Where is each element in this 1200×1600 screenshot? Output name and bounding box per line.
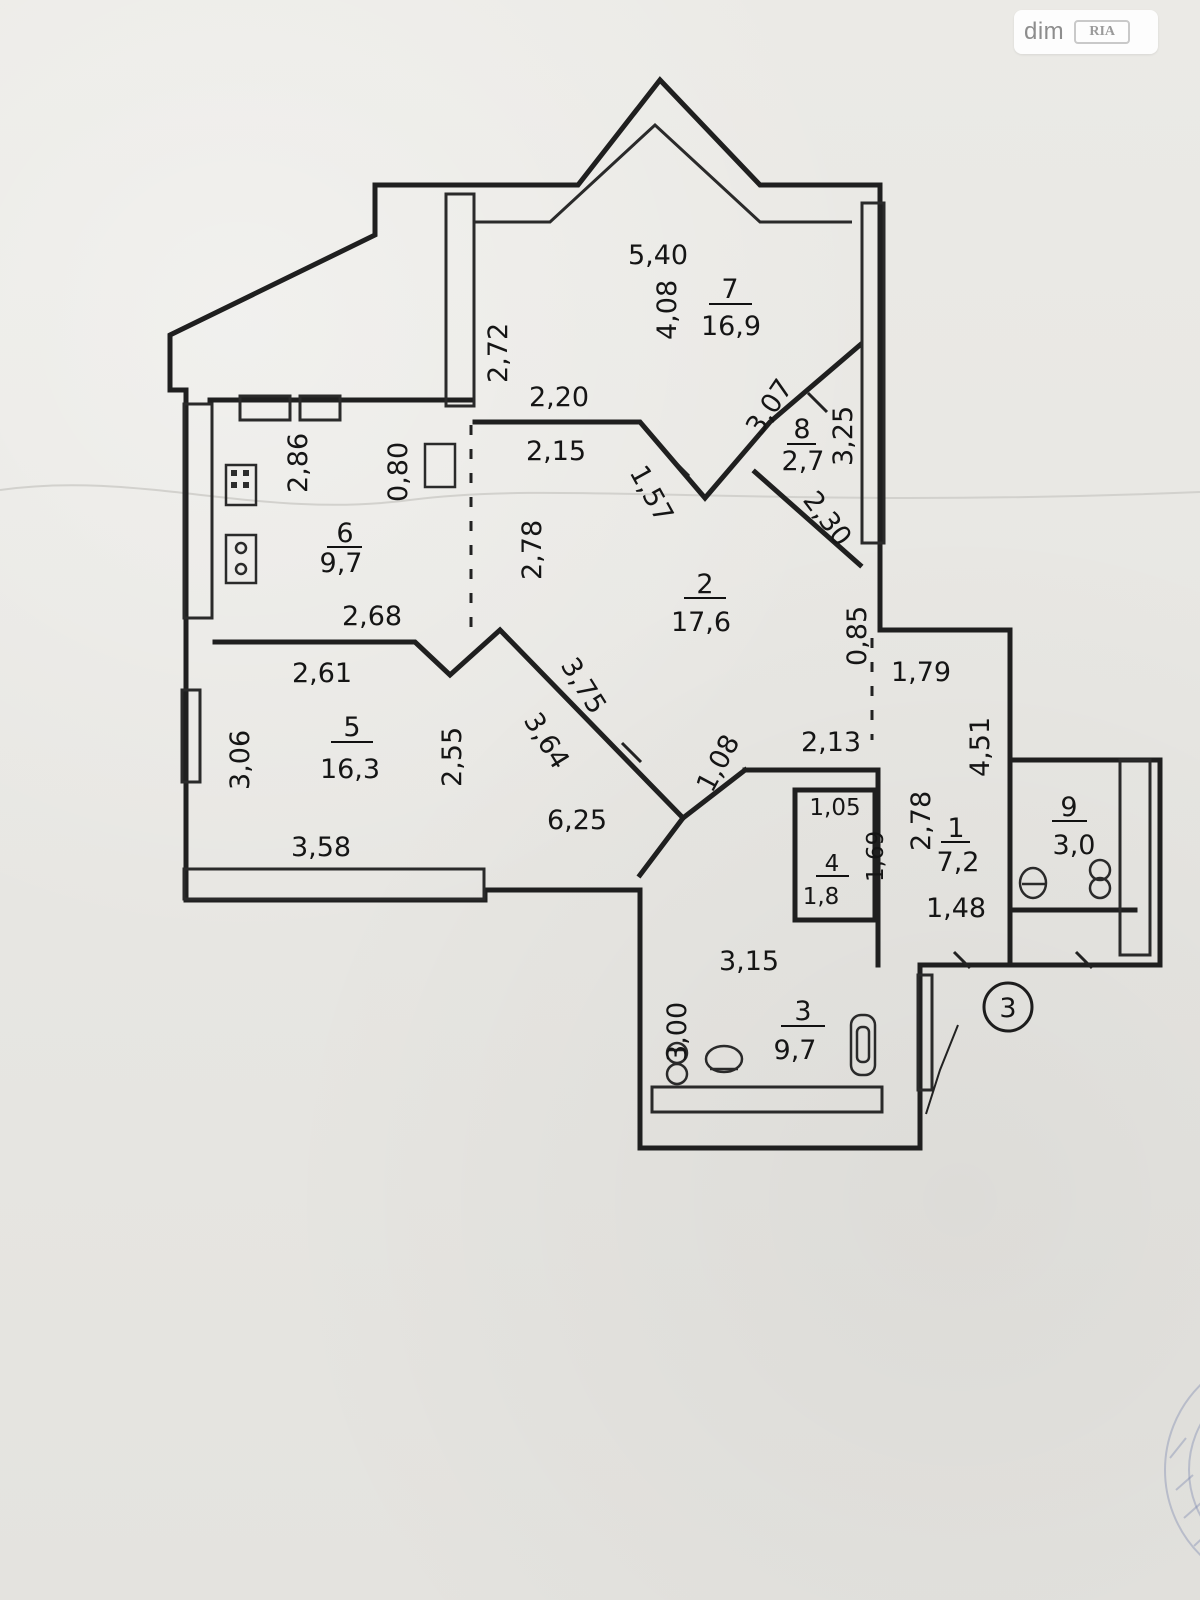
stove-burner [231, 482, 237, 488]
sink-icon [224, 533, 258, 585]
dimension-label: 3,75 [554, 652, 612, 719]
sink-bowl [234, 541, 248, 555]
room-9-area: 3,0 [1053, 830, 1096, 861]
dimension-label: 3,15 [719, 946, 779, 977]
dimension-label: 1,79 [891, 657, 951, 688]
dimension-label: 2,13 [801, 727, 861, 758]
paper-fold [0, 484, 1200, 506]
bay-window-inner [474, 122, 852, 224]
stove-burner [243, 482, 249, 488]
toilet-icon [1018, 866, 1048, 900]
dimension-label: 3,58 [291, 832, 351, 863]
column-right-upper [860, 201, 886, 545]
entrance-marker [982, 981, 1034, 1033]
marker-leader [925, 1024, 959, 1115]
dimension-label: 3,25 [828, 406, 859, 466]
watermark-badge: RIA [1074, 20, 1131, 44]
room-6-number: 6 [336, 518, 353, 549]
watermark: dim RIA [1014, 10, 1158, 54]
sink-icon [1088, 858, 1112, 900]
toilet-icon [665, 1041, 689, 1086]
kitchen-counter [182, 402, 214, 620]
dimension-label: 1,05 [809, 795, 860, 821]
room-6-area: 9,7 [320, 548, 363, 579]
dimension-label: 2,78 [906, 791, 937, 851]
column-left-upper [444, 192, 476, 408]
dimension-label: 5,40 [628, 240, 688, 271]
wall-room7-bottom [472, 341, 864, 502]
stamp-seal [1164, 1383, 1200, 1557]
room-4-number: 4 [825, 851, 840, 877]
dimension-label: 2,55 [437, 727, 468, 787]
window-room5 [180, 688, 202, 784]
dimension-label: 3,00 [662, 1002, 693, 1062]
dimension-label: 6,25 [547, 805, 607, 836]
stove-burner [231, 470, 237, 476]
door-jamb-bottom [916, 973, 934, 1092]
dimension-label: 3,06 [225, 730, 256, 790]
dimension-label: 3,64 [517, 707, 575, 774]
room-1-number: 1 [947, 813, 964, 844]
dimension-label: 1,69 [863, 831, 889, 882]
room-9-number: 9 [1060, 792, 1077, 823]
room-7-number: 7 [721, 274, 738, 305]
sink-bowl [234, 562, 248, 576]
kitchen-window-2 [298, 394, 342, 422]
dimension-label: 2,86 [283, 433, 314, 493]
tick-marks [620, 391, 1094, 970]
dimension-label: 2,61 [292, 658, 352, 689]
dimension-label: 1,08 [691, 730, 747, 798]
room9-right-wall [1118, 758, 1152, 957]
bath-bottom-wall [650, 1085, 884, 1114]
dimension-label: 4,51 [965, 717, 996, 777]
dimension-label: 2,15 [526, 436, 586, 467]
watermark-brand: dim [1024, 18, 1065, 45]
room-7-area: 16,9 [701, 311, 761, 342]
room-5-area: 16,3 [320, 754, 380, 785]
dimension-label: 2,72 [483, 323, 514, 383]
balcony-wall-room5 [182, 867, 486, 901]
room-3-area: 9,7 [774, 1035, 817, 1066]
dimension-label: 0,85 [842, 606, 873, 666]
dimension-label: 0,80 [383, 442, 414, 502]
kitchen-cabinet [423, 442, 457, 489]
sink-icon [704, 1044, 744, 1074]
entrance-marker-label: 3 [999, 993, 1016, 1024]
room-2-area: 17,6 [671, 607, 731, 638]
bathtub-icon [849, 1013, 877, 1077]
wall-room4-box [792, 787, 878, 923]
dimension-label: 2,78 [517, 520, 548, 580]
dimension-label: 4,08 [652, 280, 683, 340]
room-1-area: 7,2 [937, 847, 980, 878]
wall-closet8-diagonal [751, 468, 864, 569]
stove-burner [243, 470, 249, 476]
stove-icon [224, 463, 258, 507]
wall-bath-top [742, 767, 881, 968]
dimension-label: 2,68 [342, 601, 402, 632]
wall-bath-diagonal [679, 766, 749, 822]
wall-bath-left [636, 814, 687, 879]
kitchen-window [238, 394, 292, 422]
room-8-number: 8 [793, 414, 810, 445]
room-8-area: 2,7 [782, 446, 825, 477]
room-3-number: 3 [794, 996, 811, 1027]
room-5-number: 5 [343, 712, 360, 743]
room-2-number: 2 [696, 569, 713, 600]
dimension-label: 1,48 [926, 893, 986, 924]
room-4-area: 1,8 [803, 884, 840, 910]
wall-room5-top [212, 626, 687, 822]
dimension-label: 2,20 [529, 382, 589, 413]
